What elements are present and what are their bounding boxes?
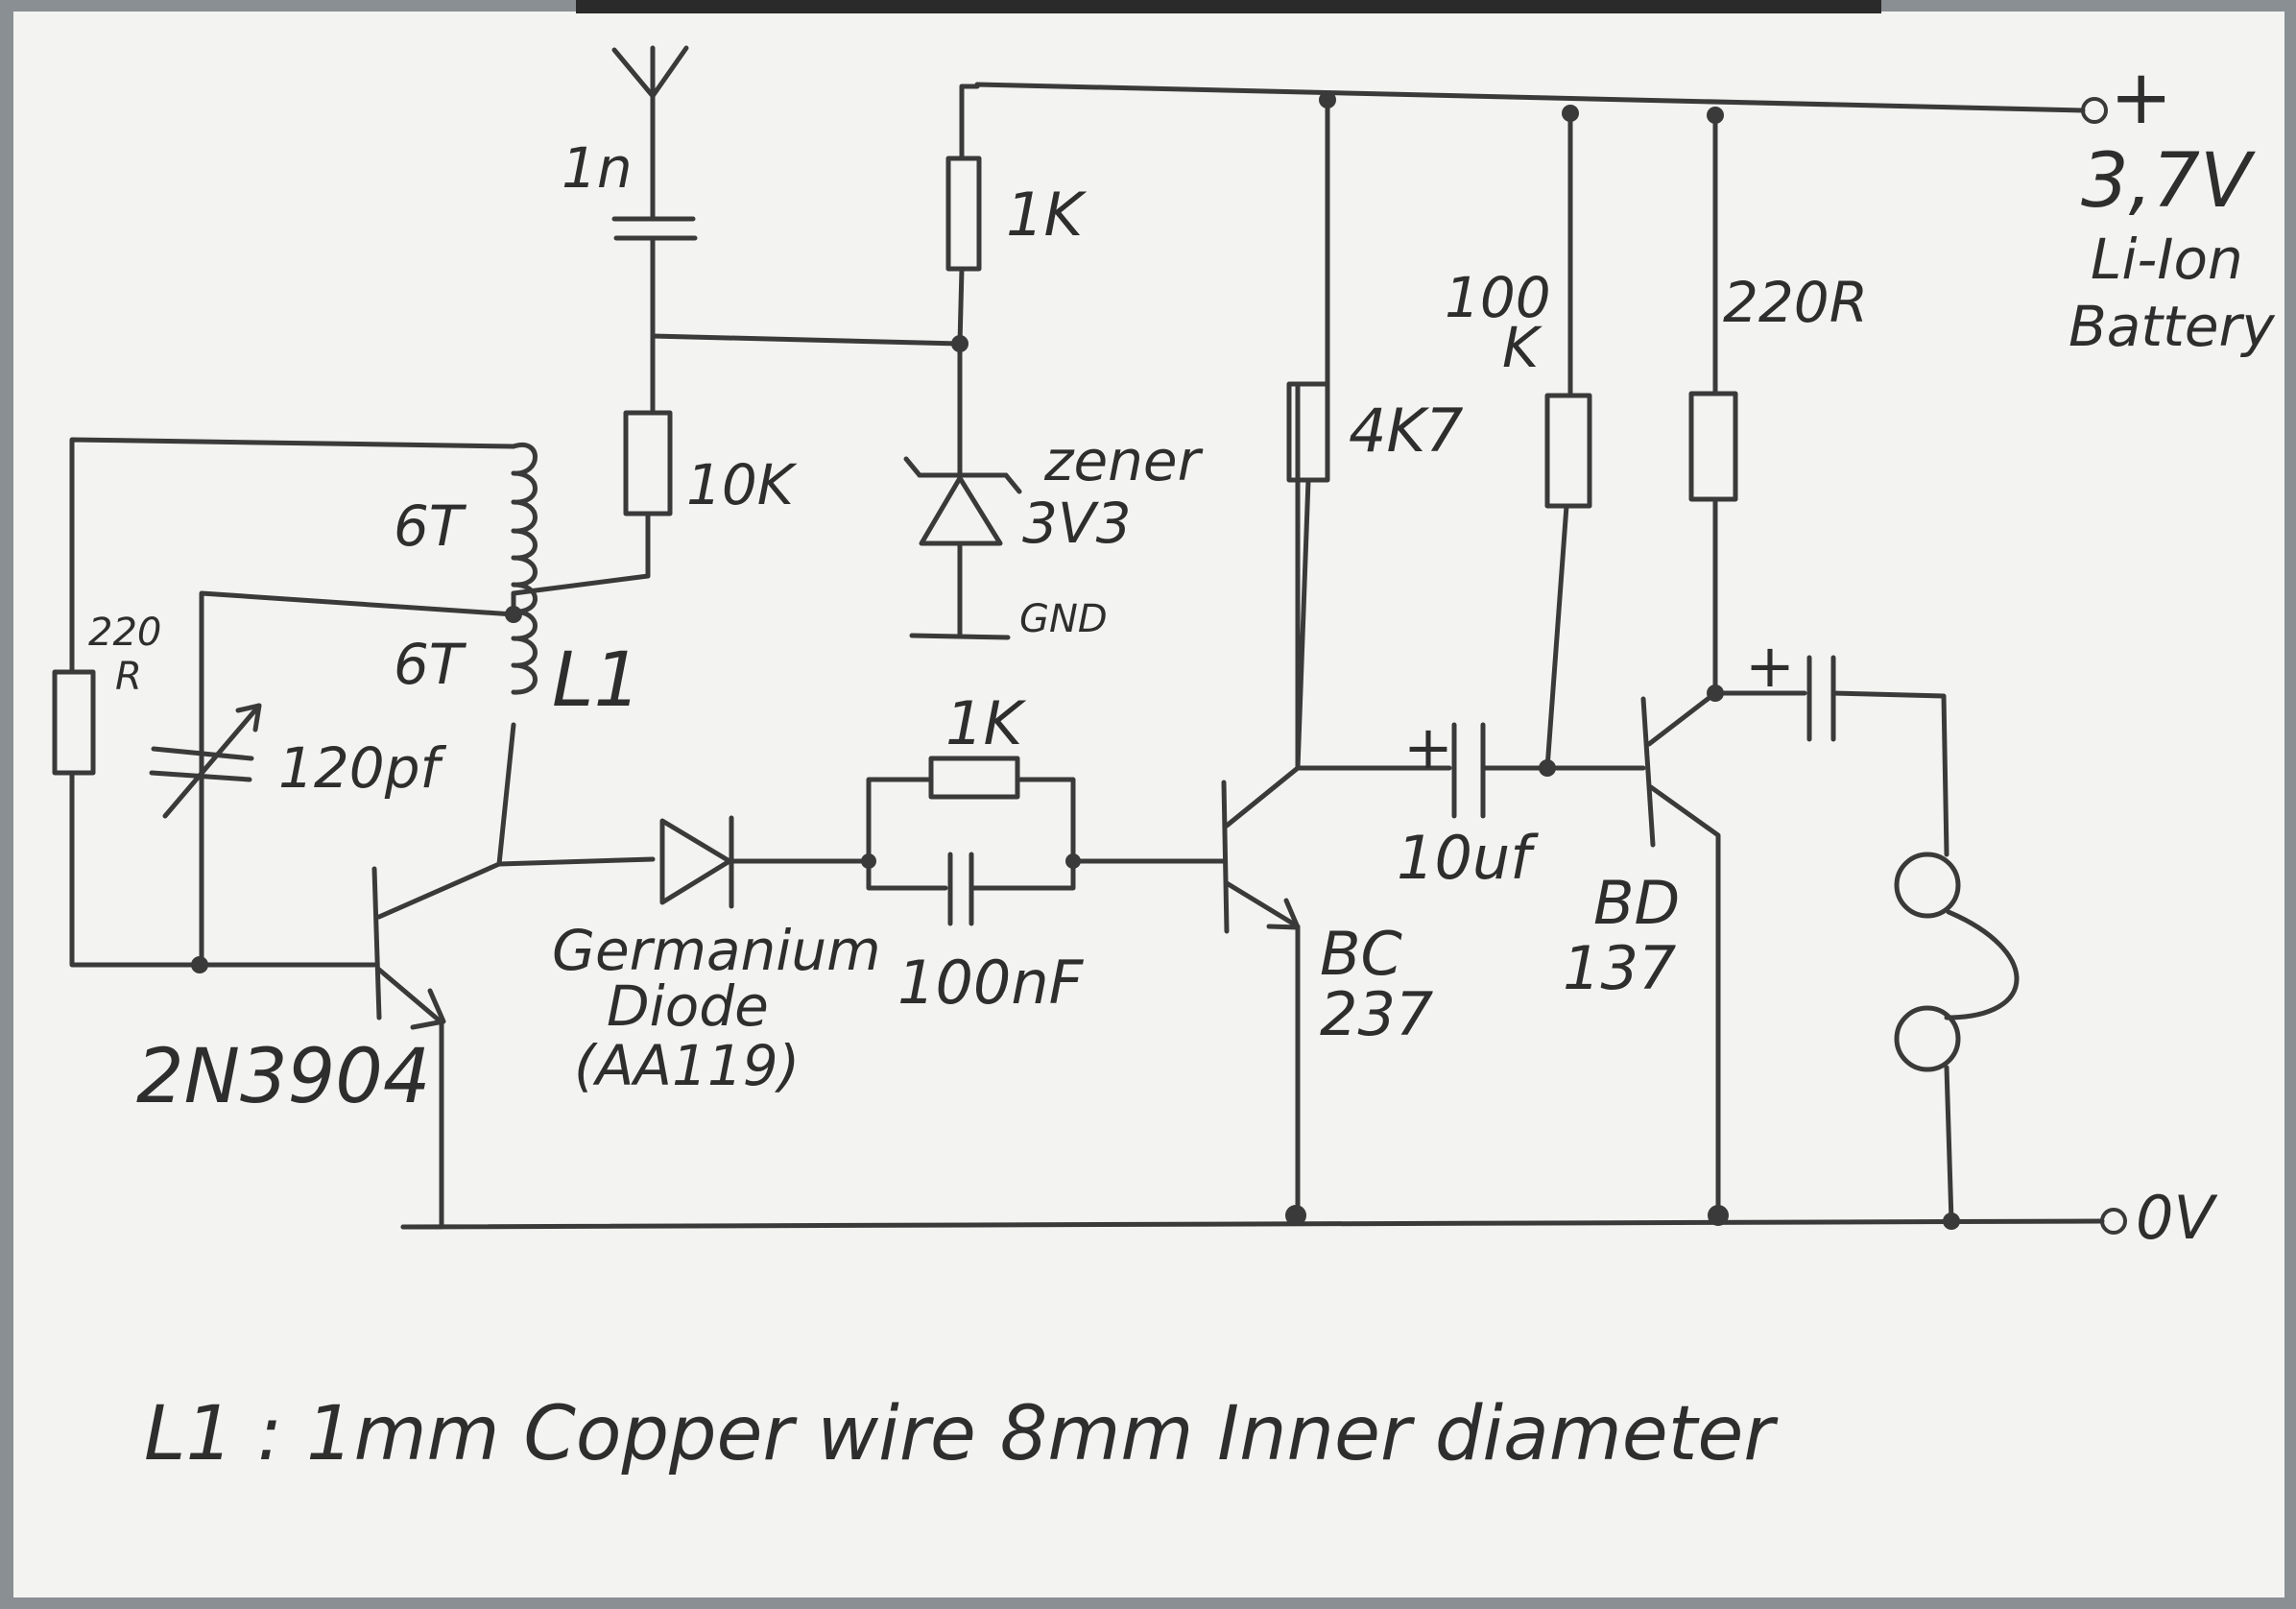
label-cap-10uf: 10uf xyxy=(1397,823,1539,893)
label-ground-0v: 0V xyxy=(2136,1183,2218,1253)
resistor-220r-left xyxy=(52,437,516,973)
label-supply-plus: + xyxy=(2110,55,2172,141)
label-footnote: L1 : 1mm Copper wire 8mm Inner diameter xyxy=(144,1391,1779,1477)
antenna xyxy=(611,45,689,137)
variable-cap-120pf xyxy=(149,703,262,819)
transistor-bd137 xyxy=(1640,690,1721,1218)
resistor-1k-top xyxy=(945,84,982,347)
label-diode-2: Diode xyxy=(607,973,769,1039)
label-r-220-left-1: 220 xyxy=(88,611,161,655)
coil-l1 xyxy=(199,442,538,973)
label-turns-bottom: 6T xyxy=(394,632,467,697)
label-gnd: GND xyxy=(1019,597,1108,641)
label-zener-value: 3V3 xyxy=(1022,491,1131,556)
output-cap xyxy=(1712,655,1949,857)
label-supply-2: Battery xyxy=(2069,294,2275,359)
label-bc-1: BC xyxy=(1320,919,1403,989)
label-coil-l1: L1 xyxy=(552,637,641,724)
label-r-4k7: 4K7 xyxy=(1349,396,1464,466)
label-bd-1: BD xyxy=(1593,868,1680,938)
label-zener-name: zener xyxy=(1043,428,1204,493)
label-cap-100nf: 100nF xyxy=(897,948,1085,1018)
label-r-220-left-2: R xyxy=(115,655,142,699)
label-diode-1: Germanium xyxy=(552,918,881,983)
label-bd-2: 137 xyxy=(1563,933,1676,1003)
label-plus-out: + xyxy=(1745,631,1795,701)
label-transistor-q1: 2N3904 xyxy=(136,1034,430,1120)
label-r-220r-top: 220R xyxy=(1723,270,1868,335)
rc-parallel xyxy=(861,756,1227,926)
label-r-10k: 10K xyxy=(686,452,798,517)
label-r-100k-1: 100 xyxy=(1445,265,1551,330)
label-antenna-cap: 1n xyxy=(562,135,633,201)
wire-bias-node xyxy=(650,333,963,347)
earpiece xyxy=(1894,852,2020,1224)
label-plus-10uf: + xyxy=(1403,712,1453,782)
label-supply-voltage: 3,7V xyxy=(2081,138,2256,225)
label-turns-top: 6T xyxy=(394,493,467,559)
label-bc-2: 237 xyxy=(1320,979,1433,1049)
label-r-100k-2: K xyxy=(1502,315,1543,380)
label-r-1k-top: 1K xyxy=(1006,180,1087,250)
label-supply-1: Li-Ion xyxy=(2091,227,2243,292)
resistor-4k7 xyxy=(1286,97,1330,771)
resistor-100k xyxy=(1544,110,1592,771)
text-labels: 1n 1K 10K zener 3V3 GND 1K 100nF Germani… xyxy=(88,55,2275,1477)
paper-sheet xyxy=(13,12,2284,1597)
label-r-1k-mid: 1K xyxy=(945,688,1026,758)
germanium-diode xyxy=(659,815,872,909)
transistor-q1 xyxy=(371,856,656,1230)
label-var-cap: 120pf xyxy=(278,735,447,801)
cap-10uf xyxy=(1295,722,1646,819)
resistor-10k xyxy=(511,333,673,617)
label-diode-3: (AA119) xyxy=(574,1033,800,1098)
zener-diode xyxy=(903,341,1022,640)
top-edge-shadow xyxy=(576,0,1881,13)
cap-1n xyxy=(611,132,698,339)
